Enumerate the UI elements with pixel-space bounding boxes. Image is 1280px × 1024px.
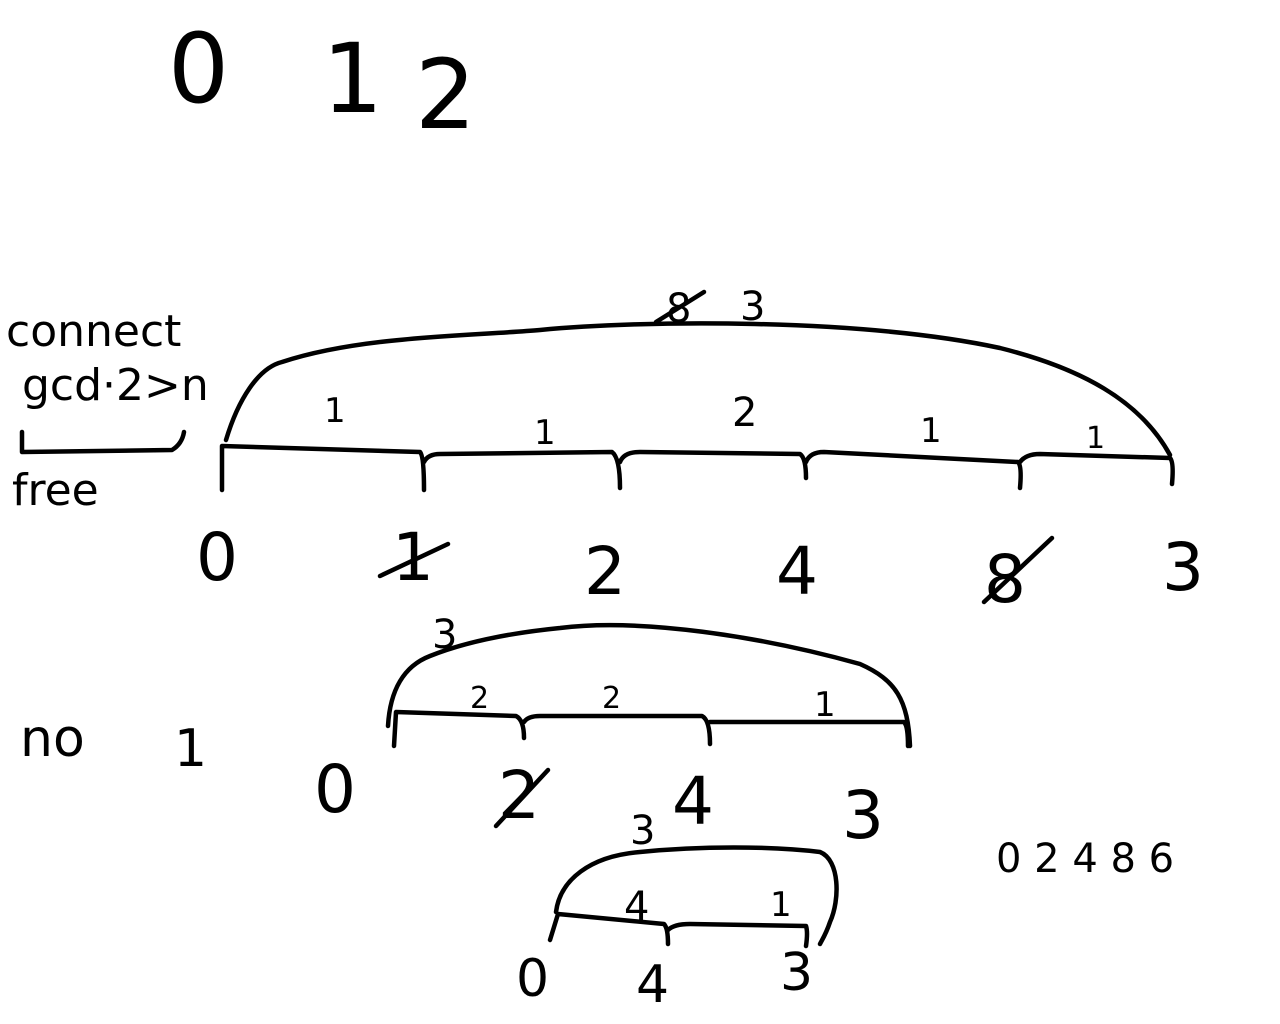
connect-note: connect gcd·2>n free: [6, 306, 209, 516]
diagram-a-gap-label: 1: [1086, 421, 1105, 456]
diagram-a-node: 1: [392, 519, 434, 596]
diagram-c-gap-label: 1: [770, 885, 792, 925]
diagram-a-gap-label: 1: [920, 411, 942, 451]
sequence-text: 0 2 4 8 6: [996, 836, 1174, 882]
diagram-c-node: 4: [636, 955, 669, 1015]
diagram-b-node: 2: [498, 757, 540, 834]
diagram-c-gap-label: 4: [624, 884, 649, 930]
diagram-a-node-strike: [377, 541, 451, 579]
diagram-c-outer-arc: [553, 845, 839, 947]
note-gcd-condition: gcd·2>n: [22, 360, 209, 411]
side-note-one: 1: [174, 719, 207, 779]
diagram-c-node: 3: [780, 943, 813, 1003]
diagram-c-baseline: [547, 911, 810, 949]
header-digits: 0 1 2: [168, 13, 476, 151]
sequence-note: 0 2 4 8 6: [996, 836, 1174, 882]
diagram-b-gap-label: 1: [814, 685, 836, 725]
diagram-b-node: 4: [672, 763, 714, 840]
diagram-a-gap-label: 1: [534, 413, 556, 453]
diagram-a-top-strike: [653, 289, 707, 325]
diagram-b-sub-label: 3: [630, 808, 655, 854]
diagram-c: 4 1 0 4 3: [516, 845, 839, 1015]
diagram-b-node: 3: [842, 777, 884, 854]
header-digit-0: 0: [168, 13, 229, 125]
diagram-b-baseline: [391, 709, 911, 749]
note-free: free: [12, 465, 99, 516]
diagram-b-outer-arc: [385, 623, 913, 749]
diagram-a-outer-arc: [223, 321, 1173, 458]
diagram-b-node-strike: [493, 767, 551, 829]
diagram-a-top-new: 3: [740, 284, 765, 330]
diagram-b-node: 0: [314, 751, 356, 828]
diagram-a-node: 2: [584, 533, 626, 610]
diagram-a-node: 0: [196, 519, 238, 596]
diagram-a-node: 4: [776, 533, 818, 610]
side-note: no 1: [20, 709, 207, 779]
diagram-a-node-strike: [981, 535, 1055, 605]
header-digit-2: 2: [415, 39, 476, 151]
diagram-a-gap-label: 2: [732, 390, 757, 436]
side-note-no: no: [20, 709, 85, 769]
diagram-a: 8 3 1 1 2 1 1 0 1 2 4 8 3 3: [196, 284, 1204, 658]
header-digit-1: 1: [322, 23, 383, 135]
diagram-b-gap-label: 2: [470, 681, 489, 716]
diagram-a-baseline: [219, 443, 1175, 493]
note-bracket: [19, 429, 187, 455]
diagram-a-gap-label: 1: [324, 391, 346, 431]
diagram-c-node: 0: [516, 949, 549, 1009]
diagram-b: 2 2 1 0 2 4 3 3: [314, 623, 913, 854]
note-connect: connect: [6, 306, 181, 357]
diagram-b-gap-label: 2: [602, 681, 621, 716]
diagram-a-node: 3: [1162, 529, 1204, 606]
